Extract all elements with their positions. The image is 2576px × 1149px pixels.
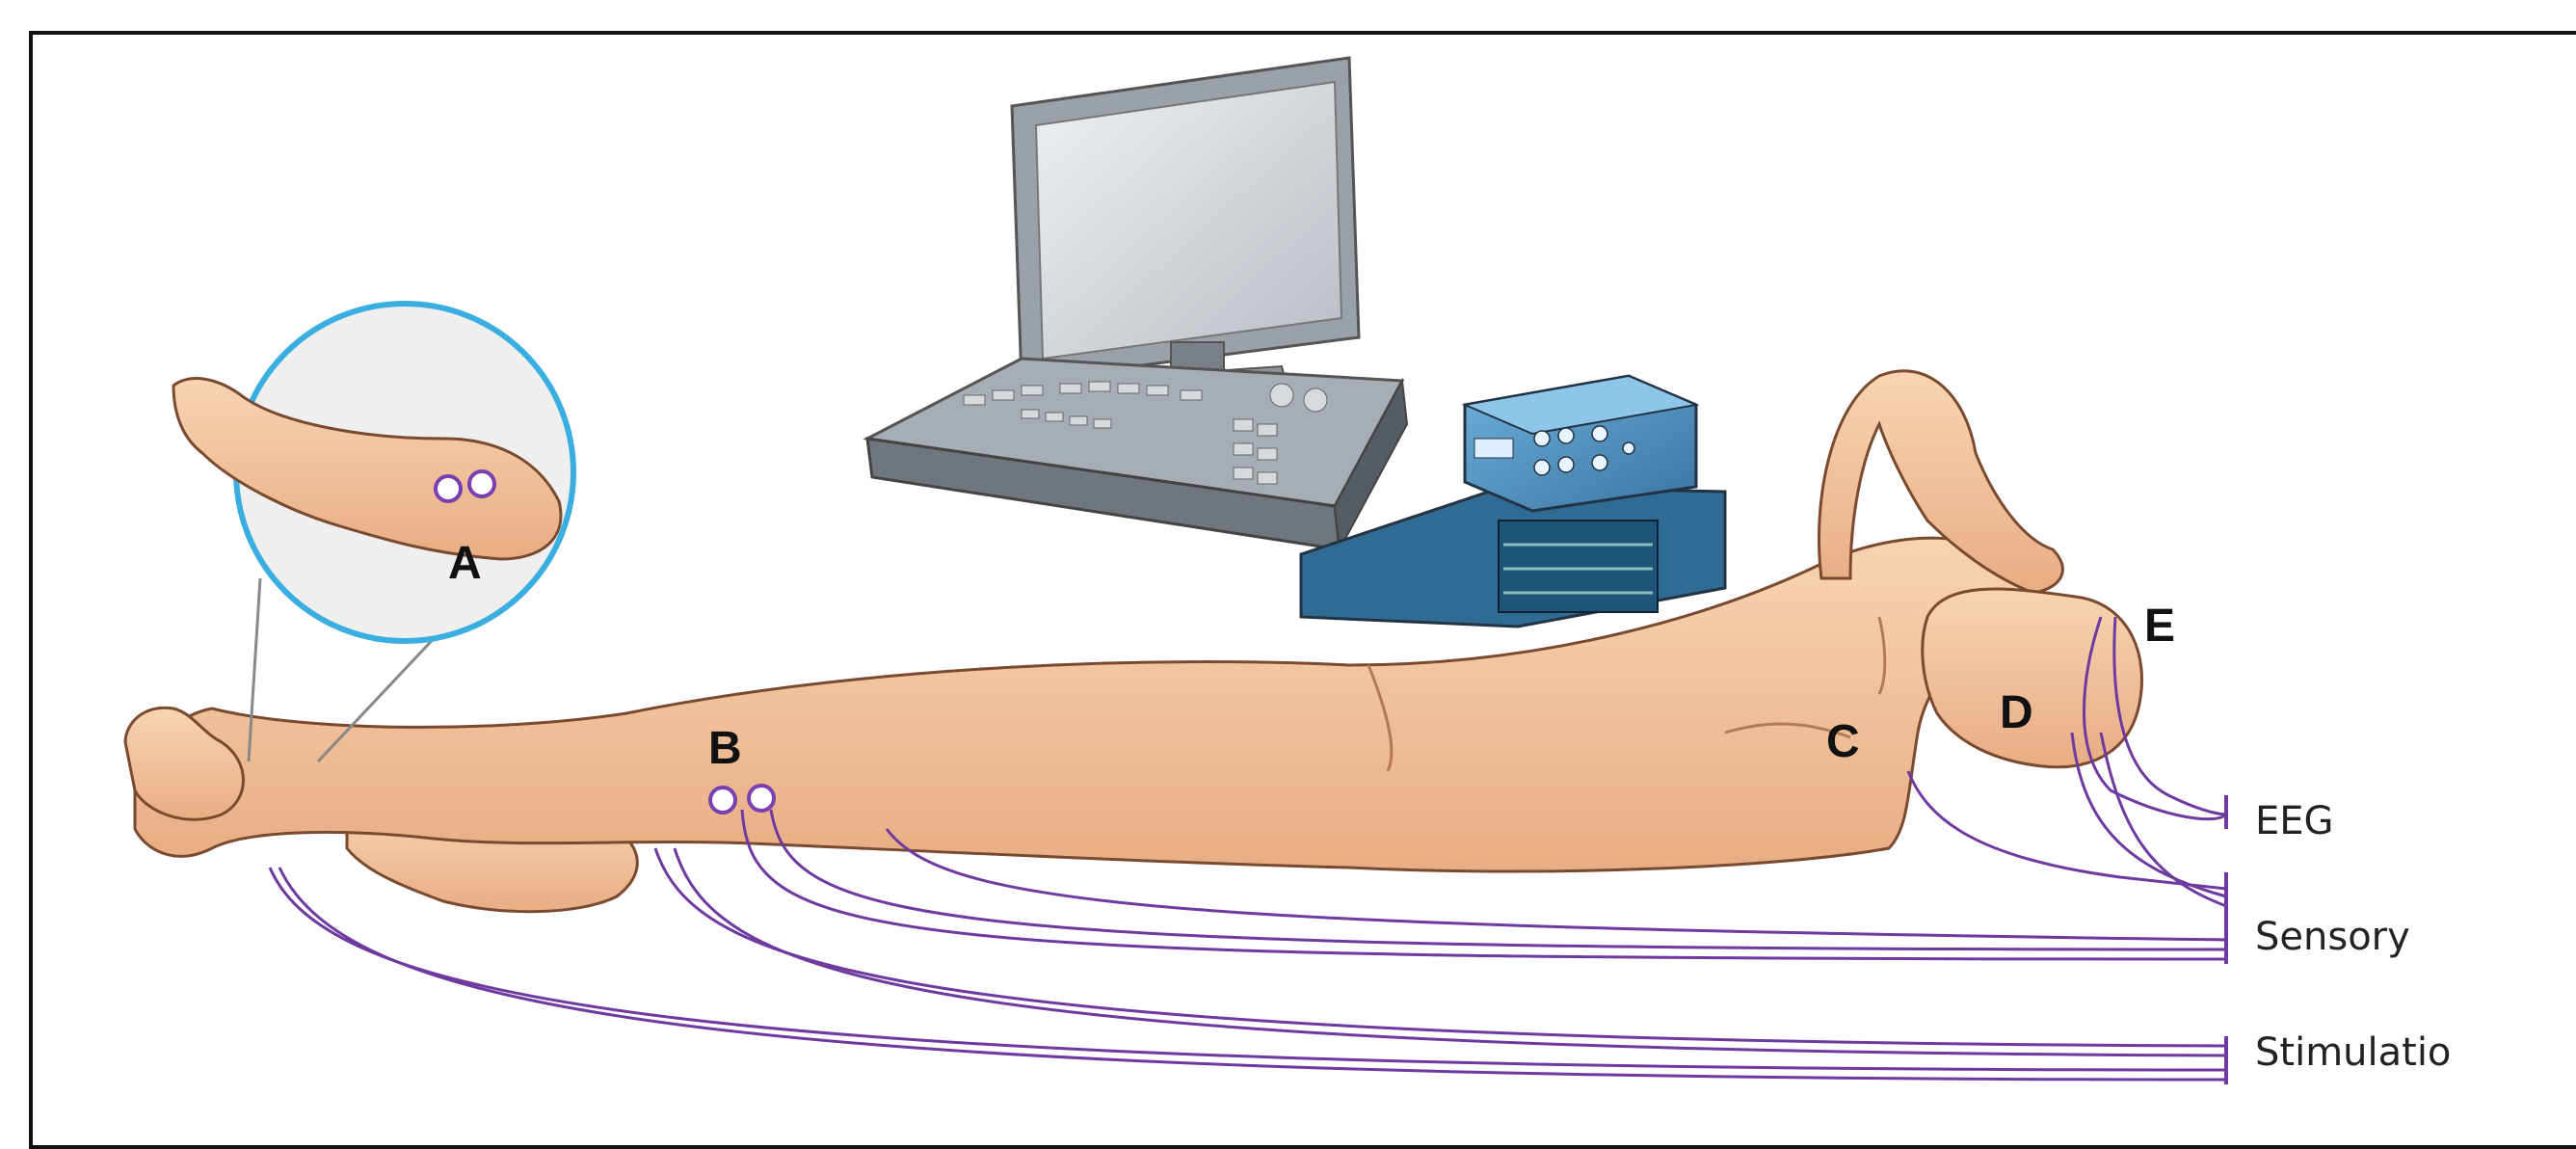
keyboard-console-icon [867, 359, 1407, 549]
label-c: C [1826, 716, 1860, 767]
ankle-magnifier-icon [173, 304, 573, 762]
legend-eeg: EEG [2255, 799, 2334, 843]
legend-sensory: Sensory [2255, 915, 2410, 959]
nerve-conduction-diagram: A B C D E EEG Sensory Stimulatio [0, 0, 2576, 1089]
label-a: A [448, 538, 482, 589]
legend-stimulation: Stimulatio [2255, 1030, 2451, 1075]
label-b: B [708, 723, 742, 774]
label-d: D [2000, 687, 2033, 738]
monitor-icon [1012, 58, 1359, 397]
label-e: E [2144, 601, 2175, 652]
